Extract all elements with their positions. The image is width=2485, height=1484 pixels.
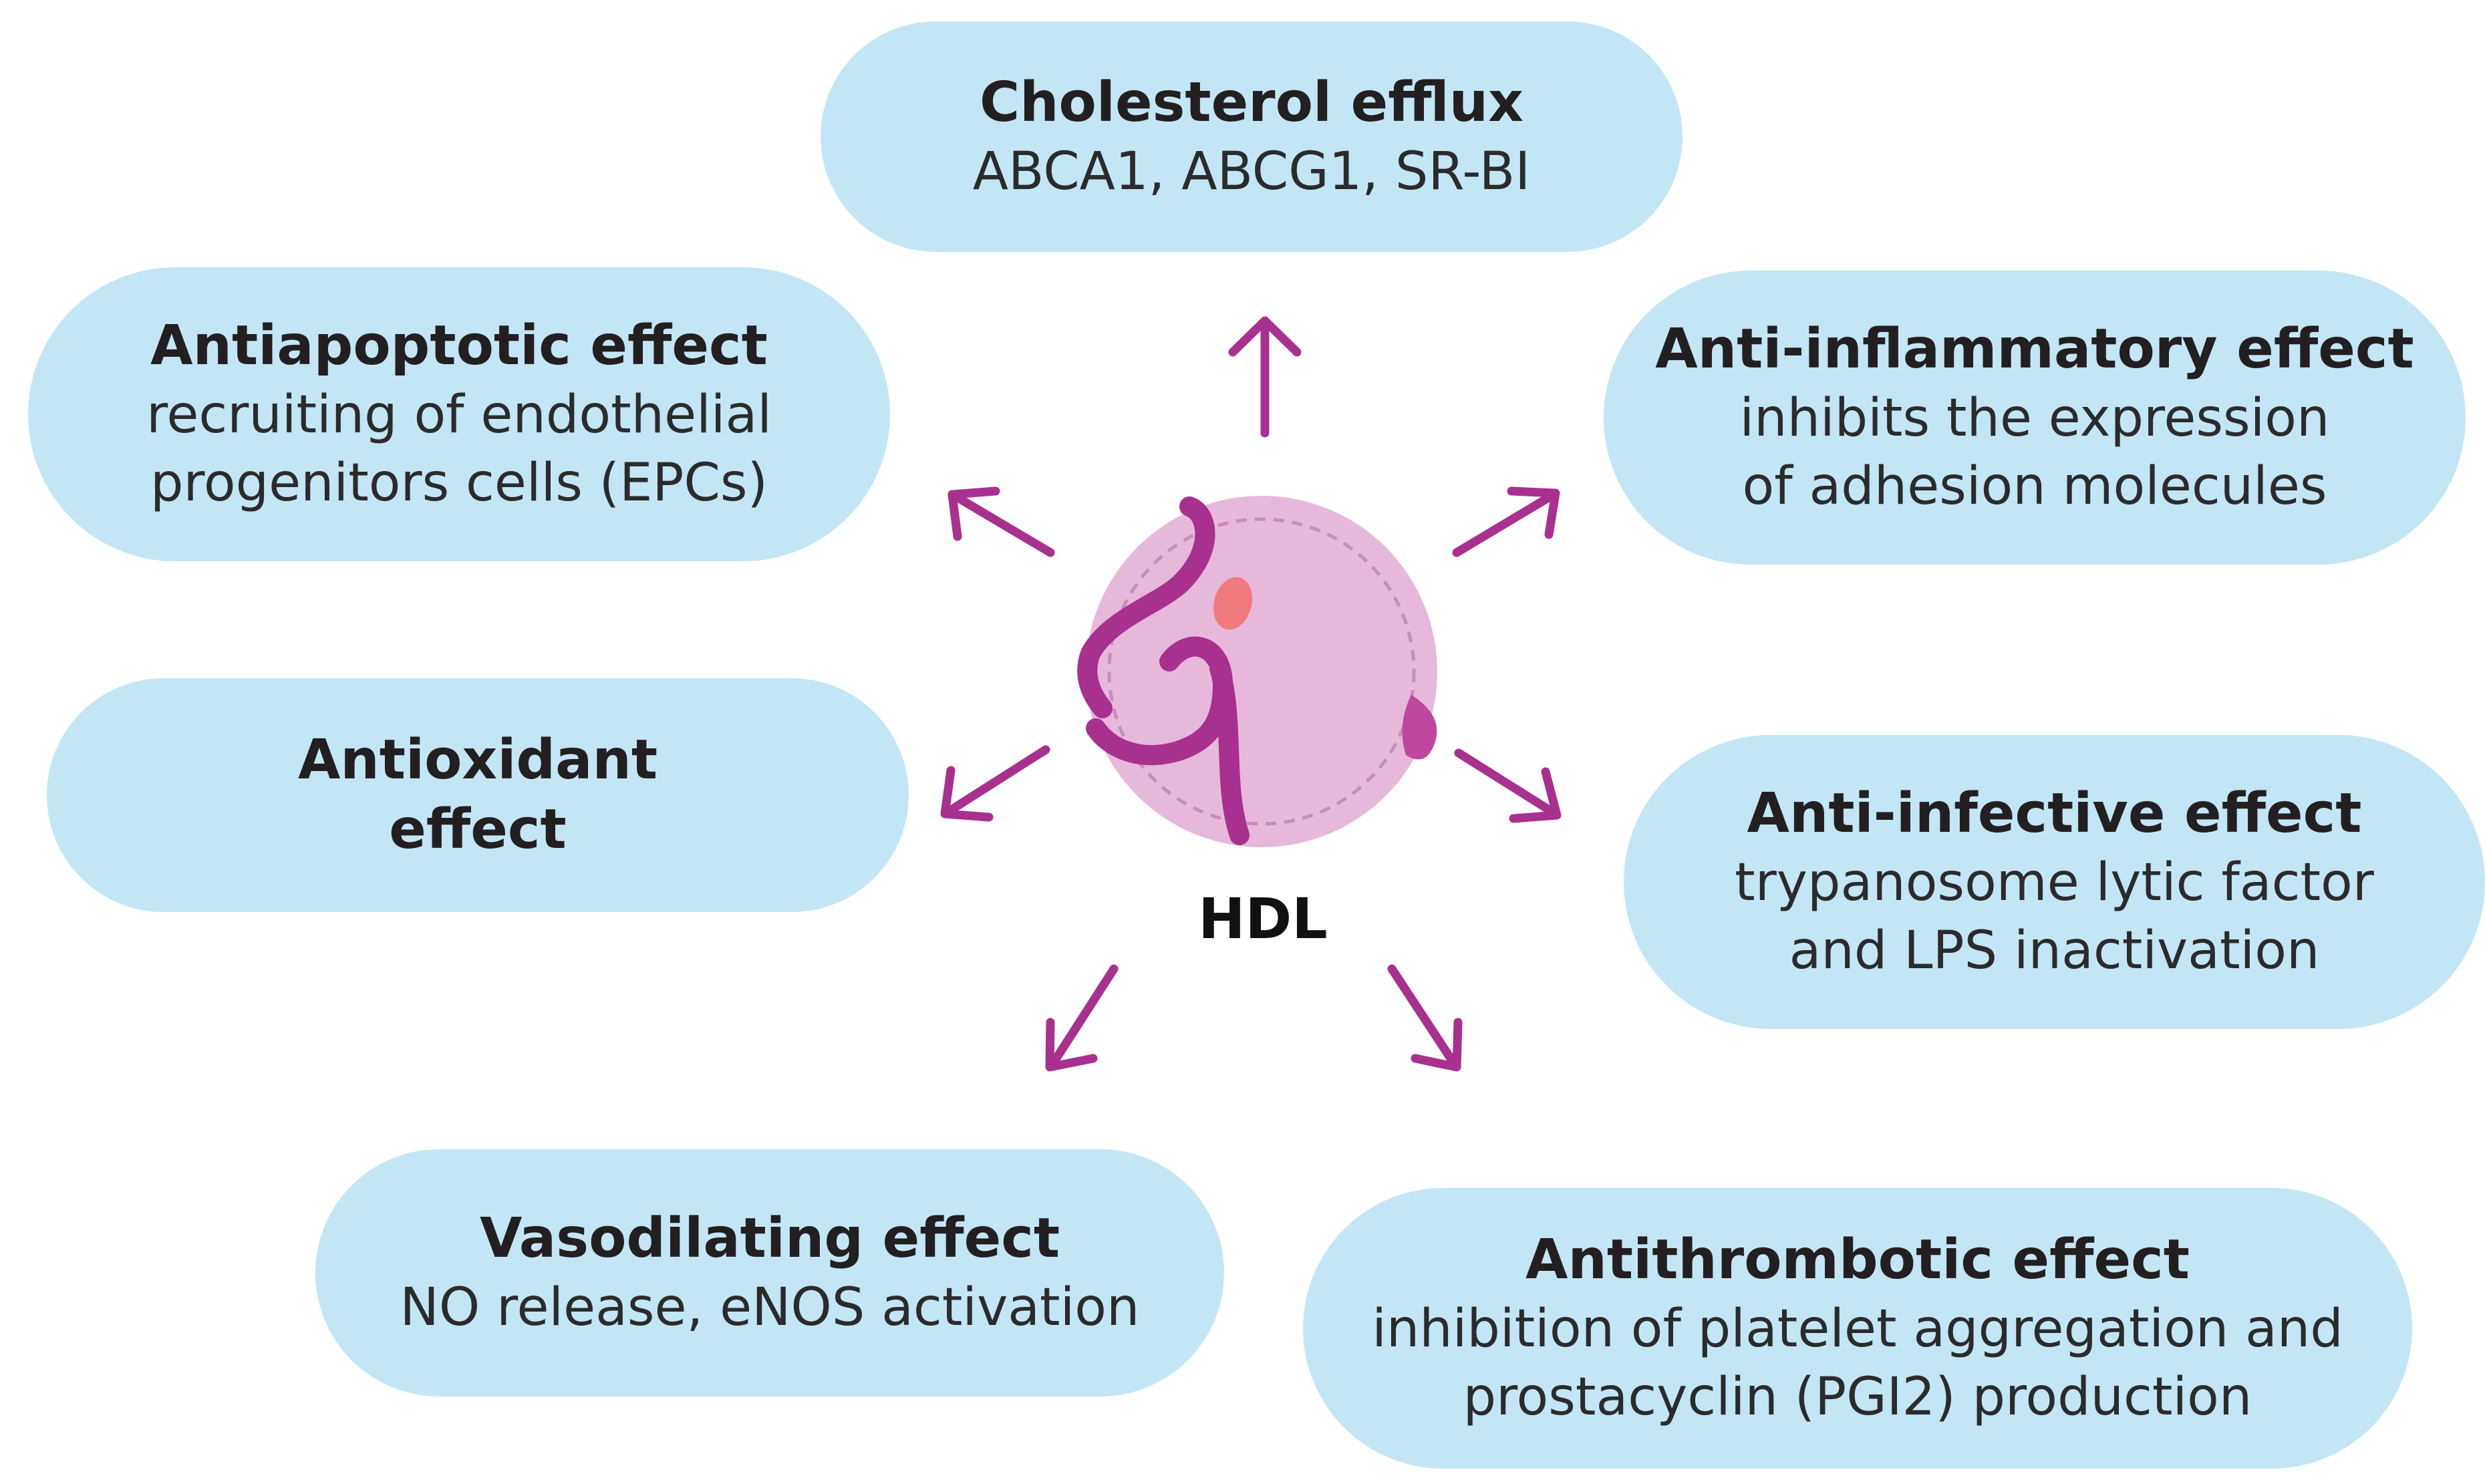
- antithrombotic-effect-box: Antithrombotic effect inhibition of plat…: [1303, 1188, 2412, 1469]
- antiapoptotic-effect-text-2: progenitors cells (EPCs): [150, 453, 768, 513]
- hdl-particle-inner-outline: [1107, 517, 1416, 826]
- arrow-to-antioxidant: [940, 745, 1050, 822]
- apoprotein-strand-outer: [1077, 496, 1215, 718]
- arrow-to-anti-inflammatory: [1452, 486, 1560, 557]
- anti-infective-effect-title: Anti-infective effect: [1747, 782, 2362, 845]
- hdl-label: HDL: [1198, 886, 1328, 951]
- anti-infective-effect-text-1: trypanosome lytic factor: [1735, 853, 2374, 913]
- antioxidant-effect-title-line-2: effect: [389, 798, 567, 861]
- apoprotein-bump: [1402, 695, 1437, 760]
- anti-infective-effect-text-2: and LPS inactivation: [1789, 921, 2320, 981]
- cholesterol-efflux-box: Cholesterol efflux ABCA1, ABCG1, SR-BI: [821, 21, 1683, 252]
- antithrombotic-effect-text-2: prostacyclin (PGI2) production: [1463, 1367, 2252, 1427]
- vasodilating-effect-box: Vasodilating effect NO release, eNOS act…: [315, 1149, 1224, 1396]
- hdl-particle-body: [1086, 496, 1437, 847]
- apoprotein-strand-inner: [1086, 636, 1233, 766]
- arrow-to-cholesterol-efflux: [1228, 316, 1302, 438]
- anti-inflammatory-effect-box: Anti-inflammatory effect inhibits the ex…: [1604, 271, 2466, 565]
- anti-inflammatory-effect-text-2: of adhesion molecules: [1742, 456, 2327, 516]
- apoprotein-strand-tail: [1209, 658, 1250, 845]
- anti-inflammatory-effect-title: Anti-inflammatory effect: [1655, 317, 2414, 381]
- antithrombotic-effect-text-1: inhibition of platelet aggregation and: [1372, 1299, 2343, 1359]
- vasodilating-effect-title: Vasodilating effect: [479, 1207, 1060, 1270]
- anti-inflammatory-effect-text-1: inhibits the expression: [1739, 388, 2330, 448]
- lipid-spot: [1213, 577, 1252, 630]
- antiapoptotic-effect-box: Antiapoptotic effect recruiting of endot…: [28, 267, 890, 561]
- arrow-to-antiapoptotic: [947, 486, 1055, 557]
- antithrombotic-effect-title: Antithrombotic effect: [1525, 1228, 2190, 1292]
- vasodilating-effect-text: NO release, eNOS activation: [400, 1278, 1140, 1338]
- cholesterol-efflux-text: ABCA1, ABCG1, SR-BI: [972, 141, 1531, 202]
- antioxidant-effect-title: Antioxidant: [297, 728, 658, 792]
- antioxidant-effect-box: Antioxidant effect: [47, 678, 909, 912]
- antiapoptotic-effect-text-1: recruiting of endothelial: [146, 385, 772, 445]
- cholesterol-efflux-title: Cholesterol efflux: [979, 70, 1524, 134]
- anti-infective-effect-box: Anti-infective effect trypanosome lytic …: [1624, 735, 2485, 1029]
- antiapoptotic-effect-title: Antiapoptotic effect: [150, 314, 768, 378]
- arrow-to-anti-infective: [1454, 748, 1562, 823]
- arrow-to-vasodilating: [1045, 964, 1119, 1072]
- arrow-to-antithrombotic: [1387, 964, 1463, 1072]
- hdl-particle: [1077, 496, 1437, 847]
